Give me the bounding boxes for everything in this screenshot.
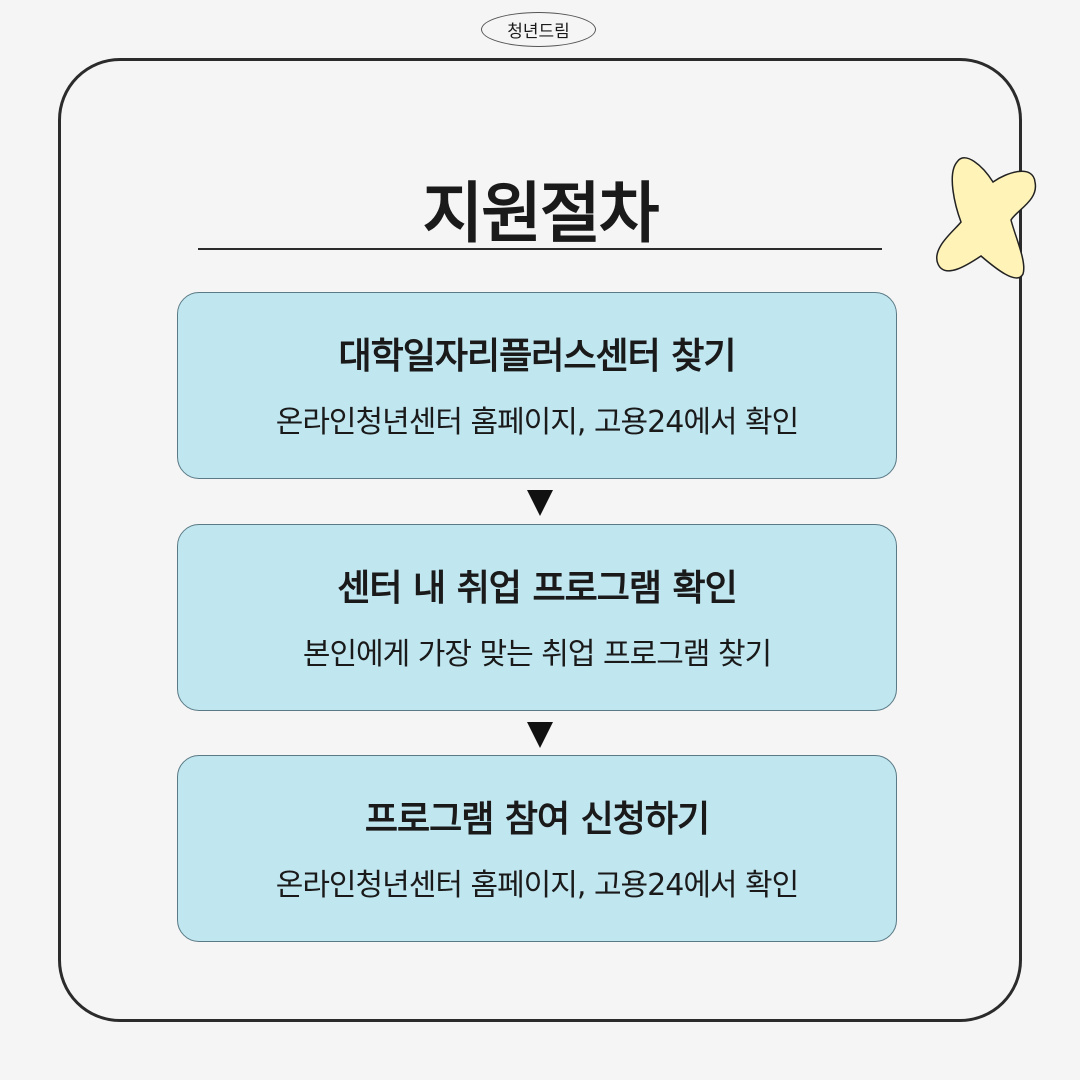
down-arrow-icon xyxy=(527,722,553,748)
step-1-card: 대학일자리플러스센터 찾기 온라인청년센터 홈페이지, 고용24에서 확인 xyxy=(177,292,897,479)
step-description: 본인에게 가장 맞는 취업 프로그램 찾기 xyxy=(302,637,772,672)
page-title: 지원절차 xyxy=(422,175,660,252)
down-arrow-icon xyxy=(527,490,553,516)
step-heading: 센터 내 취업 프로그램 확인 xyxy=(337,568,737,609)
brand-badge: 청년드림 xyxy=(481,12,596,47)
step-heading: 프로그램 참여 신청하기 xyxy=(364,799,710,840)
step-2-card: 센터 내 취업 프로그램 확인 본인에게 가장 맞는 취업 프로그램 찾기 xyxy=(177,524,897,711)
step-3-card: 프로그램 참여 신청하기 온라인청년센터 홈페이지, 고용24에서 확인 xyxy=(177,755,897,942)
title-divider xyxy=(198,248,882,250)
step-description: 온라인청년센터 홈페이지, 고용24에서 확인 xyxy=(275,868,800,903)
step-description: 온라인청년센터 홈페이지, 고용24에서 확인 xyxy=(275,405,800,440)
star-sparkle-icon xyxy=(935,157,1037,279)
step-heading: 대학일자리플러스센터 찾기 xyxy=(338,336,737,377)
content-frame xyxy=(58,58,1022,1022)
